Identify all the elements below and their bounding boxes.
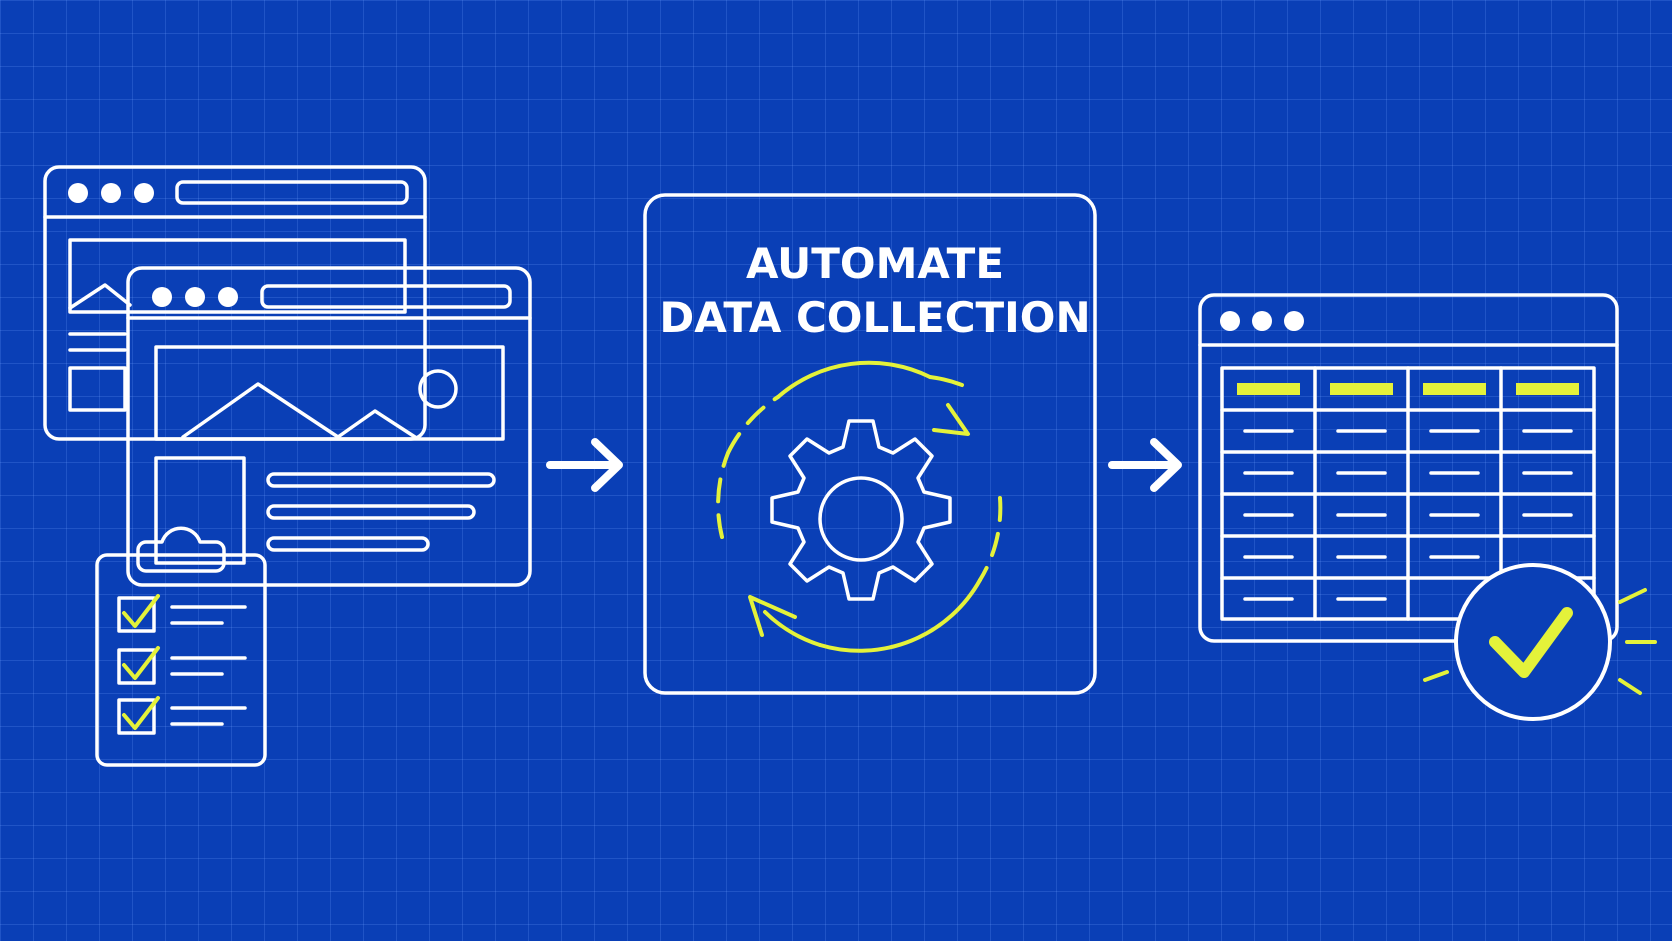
address-bar xyxy=(175,180,409,205)
window-dot xyxy=(185,287,205,307)
text-line xyxy=(266,472,496,488)
cycle-arc xyxy=(763,610,822,647)
cycle-arc xyxy=(776,360,932,399)
source-web-pages xyxy=(43,165,532,767)
spreadsheet-icon xyxy=(1220,366,1596,621)
gear-icon xyxy=(770,419,952,601)
title-line-2: DATA COLLECTION xyxy=(659,293,1090,342)
mountain-icon xyxy=(68,283,132,310)
text-line xyxy=(266,504,476,520)
structured-output xyxy=(1198,293,1657,721)
window-dot xyxy=(1284,311,1304,331)
cycle-arrowhead xyxy=(932,403,970,436)
check-mark-icon xyxy=(122,594,160,628)
window-dot xyxy=(152,287,172,307)
gear-outline xyxy=(770,419,952,601)
sun-icon xyxy=(418,369,458,409)
browser-window-icon xyxy=(126,266,532,587)
window-dot xyxy=(1252,311,1272,331)
table-header-cell xyxy=(1516,383,1579,395)
thumbnail-placeholder xyxy=(154,456,246,565)
gear-hub xyxy=(818,476,904,562)
window-dot xyxy=(218,287,238,307)
checkbox xyxy=(117,596,156,633)
arrow-right-icon xyxy=(1108,438,1182,492)
cycle-arc xyxy=(978,496,1003,582)
cycle-arc xyxy=(818,578,982,653)
browser-window-front xyxy=(126,266,532,587)
table-header-cell xyxy=(1423,383,1486,395)
cycle-arc xyxy=(716,451,730,539)
clipboard-clip xyxy=(136,526,226,573)
hero-image-placeholder xyxy=(154,345,505,441)
clipboard-board xyxy=(95,553,267,767)
cycle-arrowhead xyxy=(748,595,797,637)
checkbox xyxy=(117,698,156,735)
cycle-arc xyxy=(726,395,780,455)
title-line-1: AUTOMATE xyxy=(746,239,1004,288)
window-dot xyxy=(1220,311,1240,331)
table-header-cell xyxy=(1330,383,1393,395)
spreadsheet-window xyxy=(1198,293,1619,643)
window-dot xyxy=(101,183,121,203)
clipboard-checklist-icon xyxy=(95,526,267,767)
window-dot xyxy=(68,183,88,203)
check-mark-icon xyxy=(122,696,160,730)
check-mark-icon xyxy=(1489,607,1573,678)
gear-cycle-icon xyxy=(716,360,1003,653)
automation-panel xyxy=(643,193,1097,695)
text-line xyxy=(266,536,430,552)
table-header-cell xyxy=(1237,383,1300,395)
image-placeholder xyxy=(68,366,127,412)
cycle-arc xyxy=(928,375,964,387)
address-bar xyxy=(260,284,512,309)
check-circle xyxy=(1454,563,1612,721)
check-circle-icon xyxy=(1423,563,1657,721)
checkbox xyxy=(117,648,156,685)
sparkle-rays xyxy=(1423,588,1657,695)
window-dot xyxy=(134,183,154,203)
table-cells xyxy=(1243,429,1573,601)
process-automation: AUTOMATE DATA COLLECTION xyxy=(643,193,1097,695)
mountain-icon xyxy=(181,382,417,439)
arrow-right-icon xyxy=(546,438,623,492)
image-placeholder xyxy=(68,238,407,314)
check-mark-icon xyxy=(122,646,160,680)
